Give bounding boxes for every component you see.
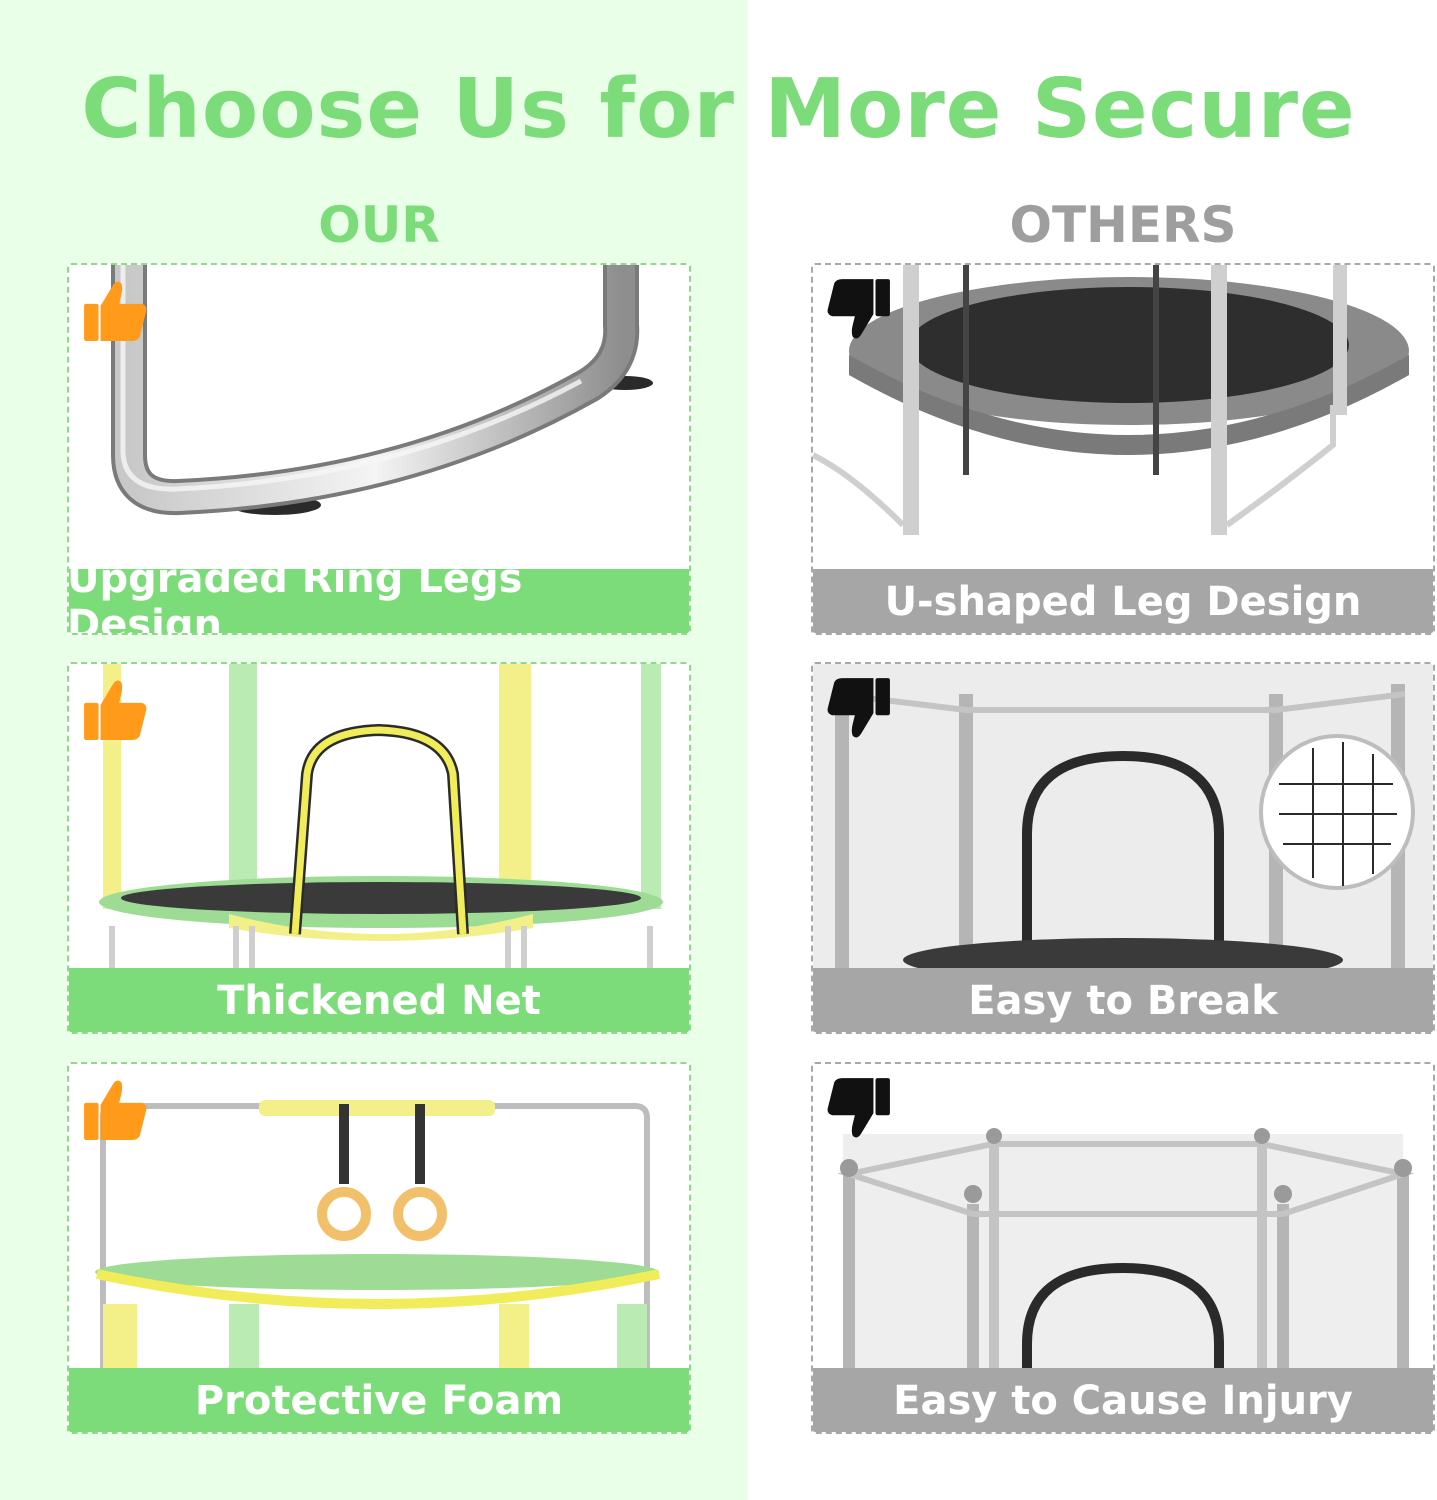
others-feature-card-u-shaped-legs: U-shaped Leg Design [811, 263, 1435, 635]
our-feature-card-protective-foam: Protective Foam [67, 1062, 691, 1434]
thumbs-up-icon [84, 1080, 147, 1140]
others-feature-card-easy-to-break: Easy to Break [811, 662, 1435, 1034]
easy-to-cause-injury-image [837, 1128, 1415, 1368]
u-shaped-leg-image [813, 265, 1409, 535]
thumbs-up-icon [84, 281, 147, 341]
feature-label: Thickened Net [69, 968, 689, 1032]
easy-to-break-image [813, 664, 1433, 968]
thickened-net-image [99, 664, 663, 968]
page-title: Choose Us for More Secure [81, 62, 1356, 157]
our-column-heading: OUR [318, 196, 440, 254]
feature-label: U-shaped Leg Design [813, 569, 1433, 633]
feature-label: Upgraded Ring Legs Design [69, 556, 689, 633]
thumbs-down-icon [827, 279, 890, 339]
protective-foam-image [95, 1100, 661, 1368]
thumbs-down-icon [827, 1078, 890, 1138]
our-feature-card-ring-legs: Upgraded Ring Legs Design [67, 263, 691, 635]
feature-label: Protective Foam [69, 1368, 689, 1432]
feature-label: Easy to Cause Injury [813, 1368, 1433, 1432]
others-feature-card-easy-to-cause-injury: Easy to Cause Injury [811, 1062, 1435, 1434]
others-column-heading: OTHERS [1009, 196, 1237, 254]
feature-label: Easy to Break [813, 968, 1433, 1032]
our-feature-card-thickened-net: Thickened Net [67, 662, 691, 1034]
thumbs-up-icon [84, 680, 147, 740]
thumbs-down-icon [827, 678, 890, 738]
ring-legs-image [111, 265, 653, 516]
